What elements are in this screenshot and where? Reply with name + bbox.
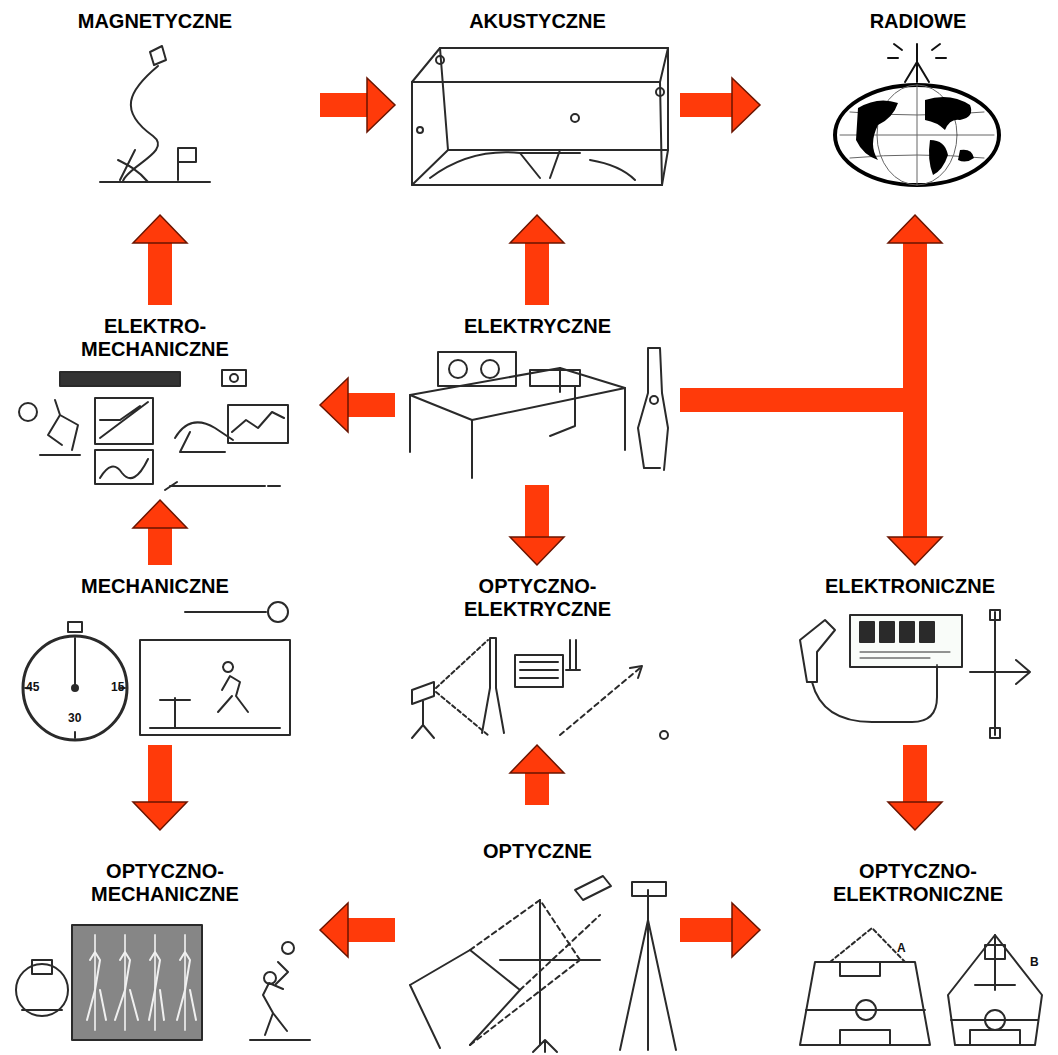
tape-sketch (100, 46, 210, 182)
sketch-label: B (1030, 956, 1039, 968)
sketch-label: 30 (68, 712, 81, 724)
electromech-sketch (19, 370, 288, 490)
category-box: OPTYCZNO- ELEKTRONICZNE (760, 830, 1058, 1055)
timer-sketch (800, 610, 1030, 738)
block-arrow (510, 745, 564, 805)
category-title: OPTYCZNO- MECHANICZNE (91, 860, 239, 906)
category-box: OPTYCZNE (395, 805, 680, 1055)
category-box: ELEKTRONICZNE (780, 565, 1058, 745)
block-arrow (133, 215, 187, 305)
category-title: RADIOWE (870, 10, 967, 33)
block-arrow (320, 378, 395, 432)
category-title: OPTYCZNE (483, 840, 592, 863)
category-box: OPTYCZNO- ELEKTRYCZNE (395, 565, 680, 745)
category-box: ELEKTRYCZNE (395, 305, 680, 485)
category-box: AKUSTYCZNE (395, 0, 680, 215)
category-title: OPTYCZNO- ELEKTRONICZNE (833, 860, 1003, 906)
category-box: MECHANICZNE (10, 565, 320, 745)
block-arrow (320, 78, 395, 132)
antenna-globe (835, 44, 999, 185)
category-title: ELEKTRONICZNE (825, 575, 995, 598)
desk-sketch (410, 348, 668, 478)
category-title: AKUSTYCZNE (469, 10, 606, 33)
stopwatch-sketch (23, 602, 290, 740)
block-arrow (680, 903, 760, 957)
category-title: OPTYCZNO- ELEKTRYCZNE (464, 575, 611, 621)
block-arrow (510, 485, 564, 565)
sketch-label: A (897, 942, 906, 954)
category-title: MAGNETYCZNE (78, 10, 232, 33)
category-box: RADIOWE (760, 0, 1058, 215)
block-arrow (680, 78, 760, 132)
box-shape (10, 0, 320, 215)
category-title: ELEKTRO- MECHANICZNE (81, 315, 229, 361)
sketch-label: 15 (111, 681, 124, 693)
block-arrow (888, 745, 942, 830)
room-sketch (412, 48, 668, 185)
optical-sketch (410, 876, 676, 1052)
sketch-label: 45 (26, 681, 39, 693)
category-box: MAGNETYCZNE (10, 0, 320, 215)
box-shape (760, 0, 1058, 215)
block-arrow (680, 215, 942, 400)
block-arrow (133, 745, 187, 830)
category-title: ELEKTRYCZNE (464, 315, 611, 338)
block-arrow (320, 903, 395, 957)
block-arrow (510, 215, 564, 305)
block-arrow (133, 500, 187, 565)
chronophoto-sketch (16, 925, 310, 1040)
photocell-sketch (412, 638, 668, 739)
category-title: MECHANICZNE (81, 575, 229, 598)
field-sketch (800, 928, 1042, 1045)
category-box: OPTYCZNO- MECHANICZNE (10, 830, 320, 1055)
category-box: ELEKTRO- MECHANICZNE (10, 305, 320, 500)
box-shape (395, 0, 680, 215)
block-arrow (680, 400, 942, 565)
